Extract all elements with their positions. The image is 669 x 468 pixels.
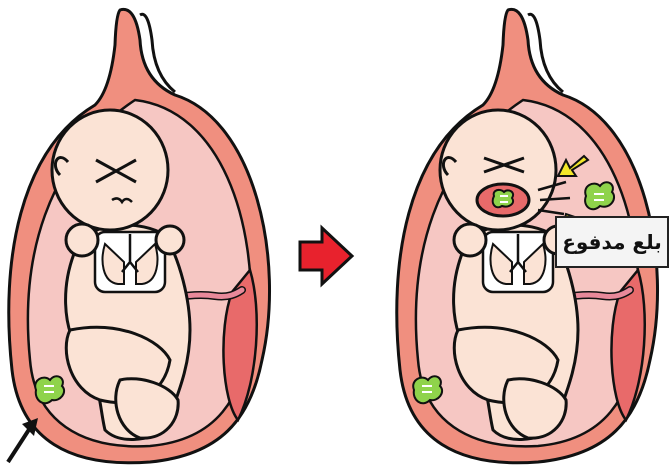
left-uterus — [9, 9, 270, 462]
floating-meconium-icon — [585, 182, 614, 209]
swallowed-meconium-icon — [493, 190, 513, 207]
caption-label: بلع مدفوع — [555, 216, 669, 268]
left-fetus-head — [52, 110, 168, 230]
left-lungs — [95, 232, 165, 292]
left-meconium-icon — [35, 376, 64, 403]
right-lungs — [483, 232, 553, 292]
red-arrow-right-icon — [300, 228, 352, 284]
right-bottom-meconium-icon — [413, 376, 442, 403]
black-arrow-icon — [8, 418, 38, 462]
caption-text: بلع مدفوع — [562, 230, 662, 254]
